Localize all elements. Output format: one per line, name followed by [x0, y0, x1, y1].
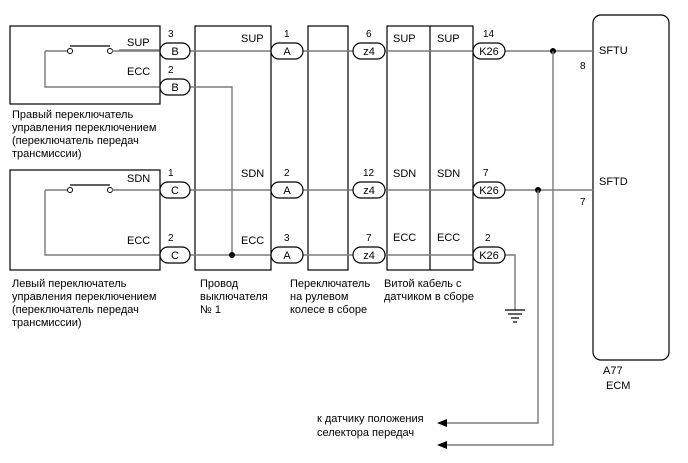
right-switch-box [9, 25, 161, 105]
svg-text:трансмиссии): трансмиссии) [12, 317, 82, 329]
left-switch-internal [44, 184, 160, 256]
connector-code: A [283, 46, 291, 58]
pin-number: 2 [485, 233, 491, 244]
wire-ecc [160, 86, 516, 310]
connector-code: B [171, 46, 178, 58]
svg-text:№ 1: № 1 [200, 304, 221, 316]
connector-code: z4 [363, 46, 375, 58]
svg-text:селектора передач: селектора передач [317, 427, 414, 439]
ecm-sftd-label: SFTD [599, 176, 628, 188]
pin-number: 2 [284, 168, 290, 179]
pin-number: 7 [366, 233, 372, 244]
pin-number: 2 [168, 65, 174, 76]
connector-code: A [283, 250, 291, 262]
left-switch-caption: Левый переключатель управления переключе… [12, 278, 156, 329]
connector-z4-12: z4 12 [352, 168, 386, 199]
wire-caption: Провод выключателя № 1 [200, 278, 268, 316]
svg-text:Провод: Провод [200, 278, 239, 290]
svg-text:трансмиссии): трансмиссии) [12, 148, 82, 160]
ecc-junction [229, 252, 235, 258]
wire-ecc-label: ECC [241, 235, 264, 247]
pin-number: 14 [483, 29, 495, 40]
svg-text:к датчику положения: к датчику положения [317, 413, 424, 425]
connector-code: K26 [479, 185, 499, 197]
spiral-caption: Витой кабель с датчиком в сборе [384, 278, 474, 303]
connector-code: z4 [363, 185, 375, 197]
ground-icon [505, 309, 525, 323]
connector-code: C [171, 185, 179, 197]
spiral-ecc-left: ECC [393, 232, 416, 244]
connector-code: A [283, 185, 291, 197]
svg-text:управления переключением: управления переключением [12, 122, 156, 134]
svg-text:Правый переключатель: Правый переключатель [12, 109, 133, 121]
right-switch-ecc-label: ECC [127, 66, 150, 78]
connector-z4-7: z4 7 [352, 233, 386, 264]
spiral-sup-left: SUP [393, 33, 416, 45]
ecm-name: ECM [606, 380, 630, 392]
connector-code: K26 [479, 46, 499, 58]
connector-K26-7: K26 7 [472, 168, 506, 199]
ecm-code: A77 [603, 365, 623, 377]
right-switch-sup-label: SUP [127, 37, 150, 49]
svg-text:(переключатель передач: (переключатель передач [12, 304, 139, 316]
steering-box [307, 25, 349, 271]
connector-K26-2: K26 2 [472, 233, 506, 264]
svg-text:(переключатель передач: (переключатель передач [12, 135, 139, 147]
pin-number: 1 [168, 168, 174, 179]
connector-code: B [171, 82, 178, 94]
spiral-sdn-right: SDN [437, 168, 460, 180]
spiral-ecc-right: ECC [437, 232, 460, 244]
connector-code: C [171, 250, 179, 262]
connector-K26-14: K26 14 [472, 29, 506, 60]
ecm-box [592, 14, 670, 361]
svg-text:управления переключением: управления переключением [12, 291, 156, 303]
sensor-branches [437, 48, 556, 449]
connector-B-2: B 2 [159, 65, 191, 96]
pin-number: 7 [483, 168, 489, 179]
right-switch-internal [44, 45, 160, 88]
ecm-sftu-label: SFTU [599, 45, 628, 57]
spiral-sup-right: SUP [437, 33, 460, 45]
svg-text:Переключатель: Переключатель [290, 278, 370, 290]
wire-sdn-label: SDN [241, 168, 264, 180]
svg-text:выключателя: выключателя [200, 291, 268, 303]
svg-text:Левый переключатель: Левый переключатель [12, 278, 127, 290]
pin-number: 6 [366, 29, 372, 40]
connector-z4-6: z4 6 [352, 29, 386, 60]
connector-B-3: B 3 [159, 29, 191, 60]
pin-number: 1 [284, 29, 290, 40]
left-switch-sdn-label: SDN [127, 173, 150, 185]
connector-code: K26 [479, 250, 499, 262]
wire-box [194, 25, 272, 271]
svg-text:колесе в сборе: колесе в сборе [290, 304, 367, 316]
wire-sup-label: SUP [241, 33, 264, 45]
connector-A-1: A 1 [270, 29, 304, 60]
right-switch-caption: Правый переключатель управления переключ… [12, 109, 156, 160]
pin-number: 12 [363, 168, 375, 179]
svg-text:на рулевом: на рулевом [290, 291, 348, 303]
left-switch-box [9, 169, 161, 271]
pin-number: 2 [168, 233, 174, 244]
spiral-sdn-left: SDN [393, 168, 416, 180]
connector-C-2: C 2 [159, 233, 191, 264]
left-switch-ecc-label: ECC [127, 235, 150, 247]
steering-caption: Переключатель на рулевом колесе в сборе [290, 278, 370, 316]
pin-number: 3 [168, 29, 174, 40]
connector-A-2: A 2 [270, 168, 304, 199]
ecm-sftd-pin: 7 [580, 197, 586, 208]
pin-number: 3 [284, 233, 290, 244]
sensor-caption: к датчику положения селектора передач [317, 413, 424, 439]
connector-A-3: A 3 [270, 233, 304, 264]
ecm-sftu-pin: 8 [580, 61, 586, 72]
svg-text:Витой кабель с: Витой кабель с [384, 278, 462, 290]
connector-code: z4 [363, 250, 375, 262]
svg-text:датчиком в сборе: датчиком в сборе [384, 291, 474, 303]
connector-C-1: C 1 [159, 168, 191, 199]
